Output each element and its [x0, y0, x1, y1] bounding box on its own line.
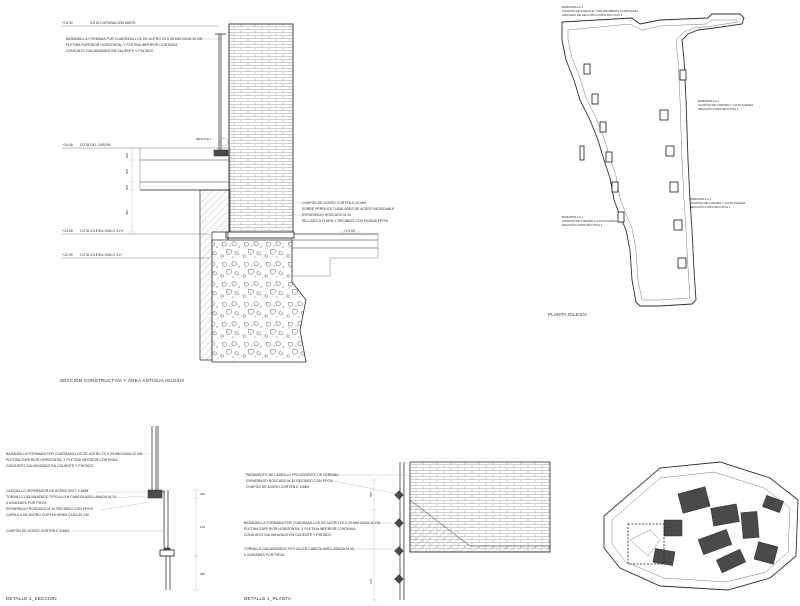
garden-gravel	[139, 181, 231, 191]
level-marker: +12.90 COTA IGLESIA SIGLO XVI	[62, 253, 210, 259]
dimension-label: 050	[200, 572, 205, 576]
note-line: CHAPÓN DE ACERO E: CON PROMEDIO PORTOLEZ…	[562, 8, 638, 13]
note-line: CHAPÓN DE CORTEN A COTA IGLESIA	[562, 218, 617, 223]
note-line: SOBRE PERFILES TUBULARES DE ACERO INOXID…	[302, 207, 395, 211]
note-line: ESPÁRRAGO ROSCADO M-10	[302, 213, 351, 217]
level-marker: +15.30 COTA CORONACIÓN MURO	[62, 20, 218, 27]
church-outline	[561, 13, 745, 307]
note-line: SELLADO A CHAPA Y RECIBIDO CON RESINA EP…	[302, 219, 388, 223]
site-plan	[603, 461, 799, 591]
dimension-label: 030	[125, 185, 129, 190]
note-line: TORNILLO GALVANIZADO TIPO ALLEN CABEZA A…	[6, 495, 116, 499]
detail-plan-notes-bottom: TORNILLO GALVANIZADO TIPO ALLEN CABEZA A…	[244, 547, 396, 557]
note-line: CHAPÓN DE CORTEN Y COTA IGLESIA	[698, 102, 753, 107]
garden-fill	[139, 159, 231, 183]
note-line: BARANDILLA FORMADA POR CUADRADILLOS DE A…	[244, 521, 380, 525]
dimension-label: 050	[369, 492, 373, 497]
note-line: CONJUNTO GALVANIZADO EN CALIENTE Y PINTA…	[6, 464, 94, 468]
note-line: TORNILLO GALVANIZADO TIPO ALLEN CABEZA A…	[244, 547, 354, 551]
anchor-bolts	[394, 490, 404, 584]
dimension-label: 120	[369, 579, 373, 584]
note-line: SECCIÓN CONSTRUCTIVA 1	[698, 106, 739, 111]
hatched-wedge	[409, 499, 551, 553]
detail-1-dims: 020 120 050	[193, 489, 205, 591]
level-value: +14.45	[62, 143, 73, 147]
section-title: SECCIÓN CONSTRUCTIVA Y ÁREA ANTIGUA IGLE…	[60, 377, 185, 383]
level-label: COTA IGLESIA SIGLO XVII	[80, 229, 123, 233]
railing-note: BARANDILLA FORMADA POR CUADRADILLOS DE A…	[66, 37, 219, 53]
detail-1-section-title: DETALLE 1_SECCIÓN	[6, 595, 57, 601]
note-line: BARANDILLA FORMADA POR CUADRADILLOS DE A…	[6, 452, 142, 456]
plan-notes: BARANDILLA 3 CHAPÓN DE ACERO E: CON PROM…	[562, 5, 753, 227]
cladding-notes: CHAPÓN DE ACERO CORTEN E:10 MM SOBRE PER…	[294, 200, 395, 223]
detail-1-notes-top: BARANDILLA FORMADA POR CUADRADILLOS DE A…	[6, 452, 150, 468]
retaining-wall	[199, 189, 231, 361]
dimension-label: 020	[200, 492, 205, 496]
railing	[215, 33, 226, 150]
level-markers: +15.30 COTA CORONACIÓN MURO +14.45 COTA …	[62, 20, 218, 259]
vertical-dimensions: 020 045 030 050	[125, 147, 135, 233]
note-line: CASQUILLO SEPARADOR DE ACERO 50X7 X 6MM	[6, 489, 88, 493]
brick-wall	[228, 23, 294, 233]
note-line: CONJUNTO GALVANIZADO EN CALIENTE Y PINTA…	[66, 49, 154, 53]
level-label: COTA IGLESIA SIGLO XVI	[80, 253, 122, 257]
detail-ref: DETALLE 1	[196, 137, 212, 141]
note-line: PLETINA SUPERIOR HORIZONTAL Y PLETINA IN…	[66, 43, 178, 47]
note-line: SECCIÓN CONSTRUCTIVA 1	[562, 222, 603, 227]
detail-1-notes-mid: CASQUILLO SEPARADOR DE ACERO 50X7 X 6MM …	[6, 489, 151, 517]
floor-slab	[225, 231, 295, 239]
detail-1-section: BARANDILLA FORMADA POR CUADRADILLOS DE A…	[6, 426, 205, 601]
note-line: ESPÁRRAGO ROSCADO M-10 RECIBIDO CON EPOX…	[6, 507, 93, 511]
detail-plan-notes-mid: BARANDILLA FORMADA POR CUADRADILLOS DE A…	[244, 521, 396, 537]
note-line: BARANDILLA FORMADA POR CUADRADILLOS DE A…	[66, 37, 202, 41]
church-area-highlight	[627, 523, 665, 565]
stone-foundation	[211, 239, 307, 363]
level-marker: +13.55 COTA IGLESIA SIGLO XVII	[62, 229, 210, 235]
note-line: 6 UNIDADES POR PIEZA	[244, 553, 285, 557]
note-line: CAPSULA DE ACERO CORTEN 50MM CADA 40 CM	[6, 513, 89, 517]
detail-1-plan-title: DETALLE 1_PLANTA	[244, 596, 292, 601]
site-buildings	[629, 486, 784, 574]
note-line: CHAPÓN DE ACERO CORTEN E:10MM	[246, 484, 309, 489]
note-line: PLETINA SUPERIOR HORIZONTAL Y PLETINA IN…	[244, 527, 356, 531]
plan-title: PLANTA IGLESIA	[548, 312, 588, 317]
church-plan: BARANDILLA 3 CHAPÓN DE ACERO E: CON PROM…	[548, 5, 753, 317]
buttresses	[579, 63, 687, 269]
dimension-label: 045	[125, 169, 129, 174]
steel-bracket	[147, 489, 163, 499]
note-line: BARANDILLA 3	[562, 5, 583, 9]
level-label: COTA DEL JARDÍN	[80, 143, 111, 147]
note-line: ESPÁRRAGO ROSCADO M-10 RECIBIDO CON EPOX…	[246, 479, 333, 483]
level-marker: +14.45 COTA DEL JARDÍN	[62, 143, 140, 149]
detail-plan-dims: 050 120	[369, 479, 377, 601]
level-value: +13.55	[344, 229, 355, 233]
note-line: ANDAMIO DE SECCIÓN CONSTRUCTIVA 1	[562, 12, 622, 17]
detail-1-plan: PARAMENTO DE LADRILLO PROCEDENTE DE DERR…	[244, 461, 551, 601]
note-line: 6 UNIDADES POR PIEZA	[6, 501, 47, 505]
detail-callout: DETALLE 1	[196, 137, 229, 147]
note-line: BARANDILLA 2	[698, 99, 719, 103]
note-line: PARAMENTO DE LADRILLO PROCEDENTE DE DERR…	[246, 473, 339, 477]
note-line: CONJUNTO GALVANIZADO EN CALIENTE Y PINTA…	[244, 533, 332, 537]
note-line: PLETINA SUPERIOR HORIZONTAL Y PLETINA IN…	[6, 458, 118, 462]
note-line: SECCIÓN CONSTRUCTIVA 1	[690, 204, 731, 209]
dimension-label: 050	[125, 210, 129, 215]
constructive-section: +15.30 COTA CORONACIÓN MURO +14.45 COTA …	[60, 20, 395, 383]
level-value: +12.90	[62, 253, 73, 257]
dimension-label: 020	[125, 153, 129, 158]
level-label: COTA CORONACIÓN MURO	[90, 20, 136, 25]
coping-plate	[213, 149, 229, 157]
note-line: BARANDILLA 1	[562, 215, 583, 219]
note-line: CHAPÓN DE CORTEN Y COTA IGLESIA	[690, 200, 745, 205]
level-value: +13.55	[62, 229, 73, 233]
note-line: CHAPÓN DE ACERO CORTEN E:10 MM	[302, 200, 366, 205]
note-line: BARANDILLA 1	[690, 197, 711, 201]
note-line: CHAPÓN DE ACERO CORTEN E:10MM	[6, 528, 69, 533]
site-outline	[603, 461, 799, 591]
detail-plan-notes-top: PARAMENTO DE LADRILLO PROCEDENTE DE DERR…	[246, 473, 410, 495]
dimension-label: 120	[200, 525, 205, 529]
level-value: +15.30	[62, 21, 73, 25]
